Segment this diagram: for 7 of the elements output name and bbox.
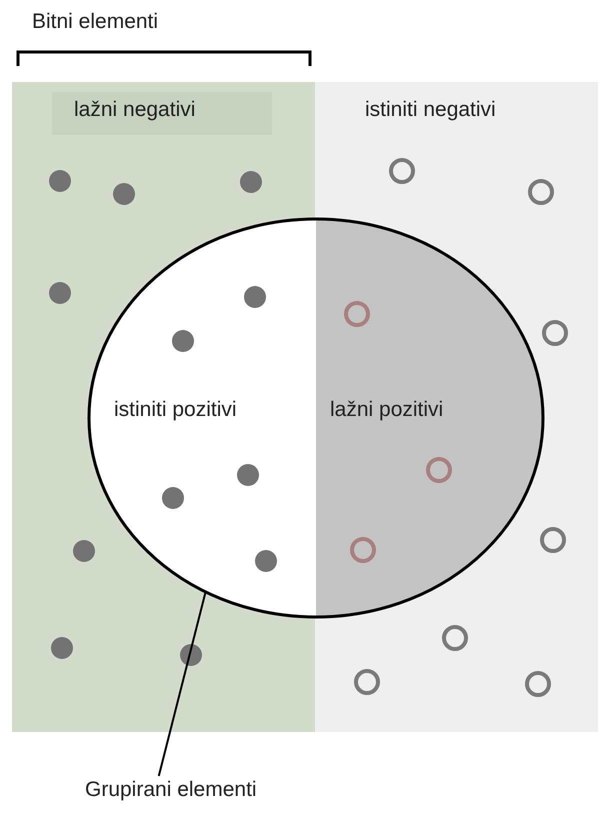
region-label: lažni pozitivi bbox=[330, 398, 444, 422]
caption-text: Grupirani elementi bbox=[85, 778, 257, 802]
label-band: lažni negativi bbox=[52, 92, 272, 135]
region-label: istiniti pozitivi bbox=[114, 398, 237, 422]
heading-label: Bitni elementi bbox=[32, 10, 158, 34]
leader-line bbox=[158, 590, 207, 776]
region-label: istiniti negativi bbox=[365, 98, 496, 122]
